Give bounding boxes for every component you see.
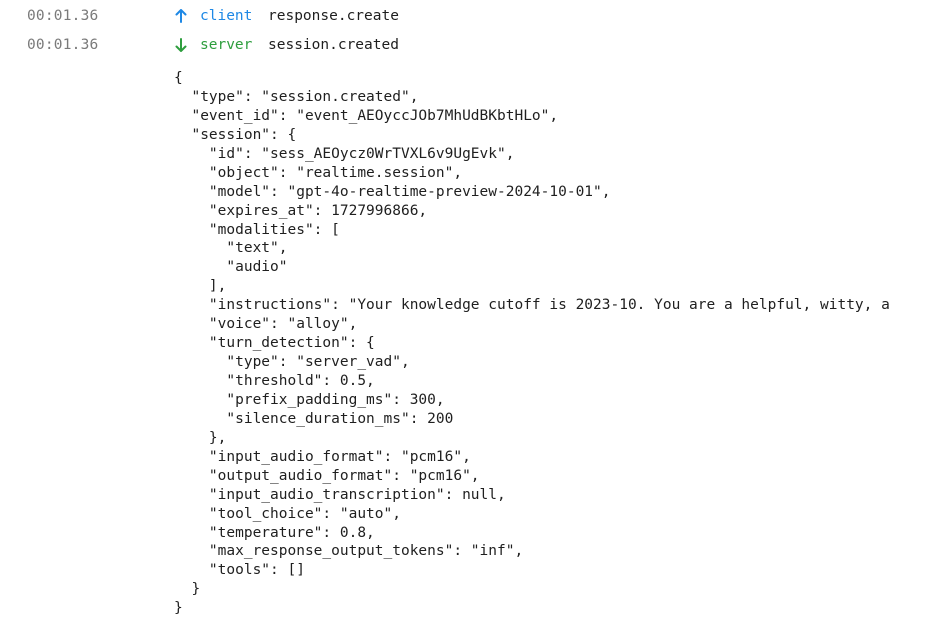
json-line: "text", [174, 240, 288, 257]
arrow-up-icon [174, 9, 188, 23]
json-line: "audio" [174, 259, 288, 276]
event-timestamp: 00:01.36 [27, 37, 99, 53]
json-line: "session": { [174, 126, 297, 143]
json-line: "id": "sess_AEOycz0WrTVXL6v9UgEvk", [174, 145, 515, 162]
json-line: "turn_detection": { [174, 335, 375, 352]
json-line: "model": "gpt-4o-realtime-preview-2024-1… [174, 183, 611, 200]
event-source-server: server [200, 37, 253, 53]
json-line: "object": "realtime.session", [174, 164, 463, 181]
arrow-down-icon [174, 38, 188, 52]
json-line: ], [174, 278, 227, 295]
json-line: "input_audio_transcription": null, [174, 486, 506, 503]
event-name: response.create [268, 8, 399, 24]
json-line: }, [174, 429, 227, 446]
json-line: } [174, 600, 183, 617]
json-line: "event_id": "event_AEOyccJOb7MhUdBKbtHLo… [174, 107, 559, 124]
json-line: "voice": "alloy", [174, 316, 358, 333]
json-line: "silence_duration_ms": 200 [174, 410, 454, 427]
json-line: "instructions": "Your knowledge cutoff i… [174, 297, 890, 314]
json-line: "tools": [] [174, 562, 305, 579]
json-line: "max_response_output_tokens": "inf", [174, 543, 524, 560]
json-line: "type": "server_vad", [174, 354, 410, 371]
json-line: "tool_choice": "auto", [174, 505, 401, 522]
event-payload-json: { "type": "session.created", "event_id":… [174, 69, 890, 618]
json-line: { [174, 70, 183, 86]
json-line: "output_audio_format": "pcm16", [174, 467, 480, 484]
json-line: "prefix_padding_ms": 300, [174, 391, 445, 408]
json-line: "input_audio_format": "pcm16", [174, 448, 471, 465]
json-line: "expires_at": 1727996866, [174, 202, 428, 219]
json-line: "temperature": 0.8, [174, 524, 375, 541]
json-line: "modalities": [ [174, 221, 340, 238]
event-name: session.created [268, 37, 399, 53]
event-timestamp: 00:01.36 [27, 8, 99, 24]
json-line: } [174, 581, 201, 598]
json-line: "type": "session.created", [174, 88, 419, 105]
json-line: "threshold": 0.5, [174, 373, 375, 389]
event-source-client: client [200, 8, 253, 24]
